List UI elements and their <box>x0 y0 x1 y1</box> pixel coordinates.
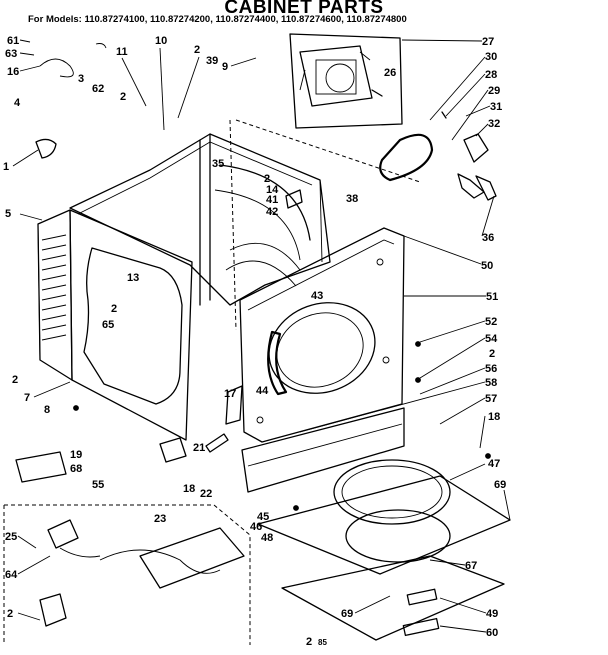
side-panel-slots <box>41 234 67 341</box>
callout-47: 47 <box>488 458 500 470</box>
callout-25: 25 <box>5 531 17 543</box>
callout-85: 85 <box>318 638 327 647</box>
callout-39: 39 <box>206 55 218 67</box>
callout-57: 57 <box>485 393 497 405</box>
callout-51: 51 <box>486 291 498 303</box>
callout-18-left: 18 <box>183 483 195 495</box>
callout-8: 8 <box>44 404 50 416</box>
callout-labels: 61 63 16 11 10 2 39 9 27 30 3 62 4 2 26 … <box>3 35 506 648</box>
callout-49: 49 <box>486 608 498 620</box>
callout-29: 29 <box>488 85 500 97</box>
page-title: CABINET PARTS <box>224 0 384 18</box>
callout-2-a: 2 <box>120 91 126 103</box>
base-tray <box>257 459 511 641</box>
callout-10: 10 <box>155 35 167 47</box>
callout-1: 1 <box>3 161 9 173</box>
front-panel <box>239 227 405 443</box>
callout-54: 54 <box>485 333 498 345</box>
callout-23: 23 <box>154 513 166 525</box>
callout-3: 3 <box>78 73 84 85</box>
callout-35: 35 <box>212 158 224 170</box>
left-side-panel <box>37 209 193 441</box>
callout-69-right: 69 <box>494 479 506 491</box>
callout-14: 14 <box>266 184 279 196</box>
model-list: For Models: 110.87274100, 110.87274200, … <box>28 14 407 25</box>
callout-46: 46 <box>250 521 262 533</box>
cabinet-frame <box>69 133 331 306</box>
callout-45: 45 <box>257 511 269 523</box>
callout-2-d: 2 <box>489 348 495 360</box>
callout-41: 41 <box>266 194 278 206</box>
callout-4: 4 <box>14 97 21 109</box>
callout-62: 62 <box>92 83 104 95</box>
callout-2-f: 2 <box>7 608 13 620</box>
callout-64: 64 <box>5 569 18 581</box>
callout-11: 11 <box>116 46 128 58</box>
callout-2-c: 2 <box>111 303 117 315</box>
callout-68: 68 <box>70 463 82 475</box>
callout-5: 5 <box>5 208 11 220</box>
callout-26: 26 <box>384 67 396 79</box>
callout-22: 22 <box>200 488 212 500</box>
drum-outline <box>225 119 421 331</box>
callout-56: 56 <box>485 363 497 375</box>
callout-28: 28 <box>485 69 497 81</box>
callout-19: 19 <box>70 449 82 461</box>
callout-43: 43 <box>311 290 323 302</box>
toe-panel <box>241 407 405 493</box>
callout-2-g: 2 <box>306 636 312 648</box>
callout-9: 9 <box>222 61 228 73</box>
wiring-inset <box>3 504 251 645</box>
callout-63: 63 <box>5 48 17 60</box>
callout-42: 42 <box>266 206 278 218</box>
callout-60: 60 <box>486 627 498 639</box>
callout-2-e: 2 <box>12 374 18 386</box>
callout-61: 61 <box>7 35 19 47</box>
callout-16: 16 <box>7 66 19 78</box>
callout-13: 13 <box>127 272 139 284</box>
callout-18-right: 18 <box>488 411 500 423</box>
callout-65: 65 <box>102 319 114 331</box>
callout-69-bottom: 69 <box>341 608 353 620</box>
callout-17: 17 <box>224 388 236 400</box>
callout-32: 32 <box>488 118 500 130</box>
callout-67: 67 <box>465 560 477 572</box>
callout-30: 30 <box>485 51 497 63</box>
callout-44: 44 <box>256 385 269 397</box>
drum-belt <box>379 133 434 182</box>
motor-inset <box>289 33 403 129</box>
callout-31: 31 <box>490 101 502 113</box>
callout-48: 48 <box>261 532 273 544</box>
callout-50: 50 <box>481 260 493 272</box>
callout-36: 36 <box>482 232 494 244</box>
callout-58: 58 <box>485 377 497 389</box>
callout-2-b: 2 <box>264 173 270 185</box>
right-brackets <box>441 111 497 201</box>
callout-7: 7 <box>24 392 30 404</box>
callout-55: 55 <box>92 479 104 491</box>
callout-21: 21 <box>193 442 205 454</box>
leader-lines <box>12 39 511 633</box>
callout-27: 27 <box>482 36 494 48</box>
callout-38: 38 <box>346 193 358 205</box>
callout-52: 52 <box>485 316 497 328</box>
callout-2-top: 2 <box>194 44 200 56</box>
small-parts <box>15 43 491 511</box>
